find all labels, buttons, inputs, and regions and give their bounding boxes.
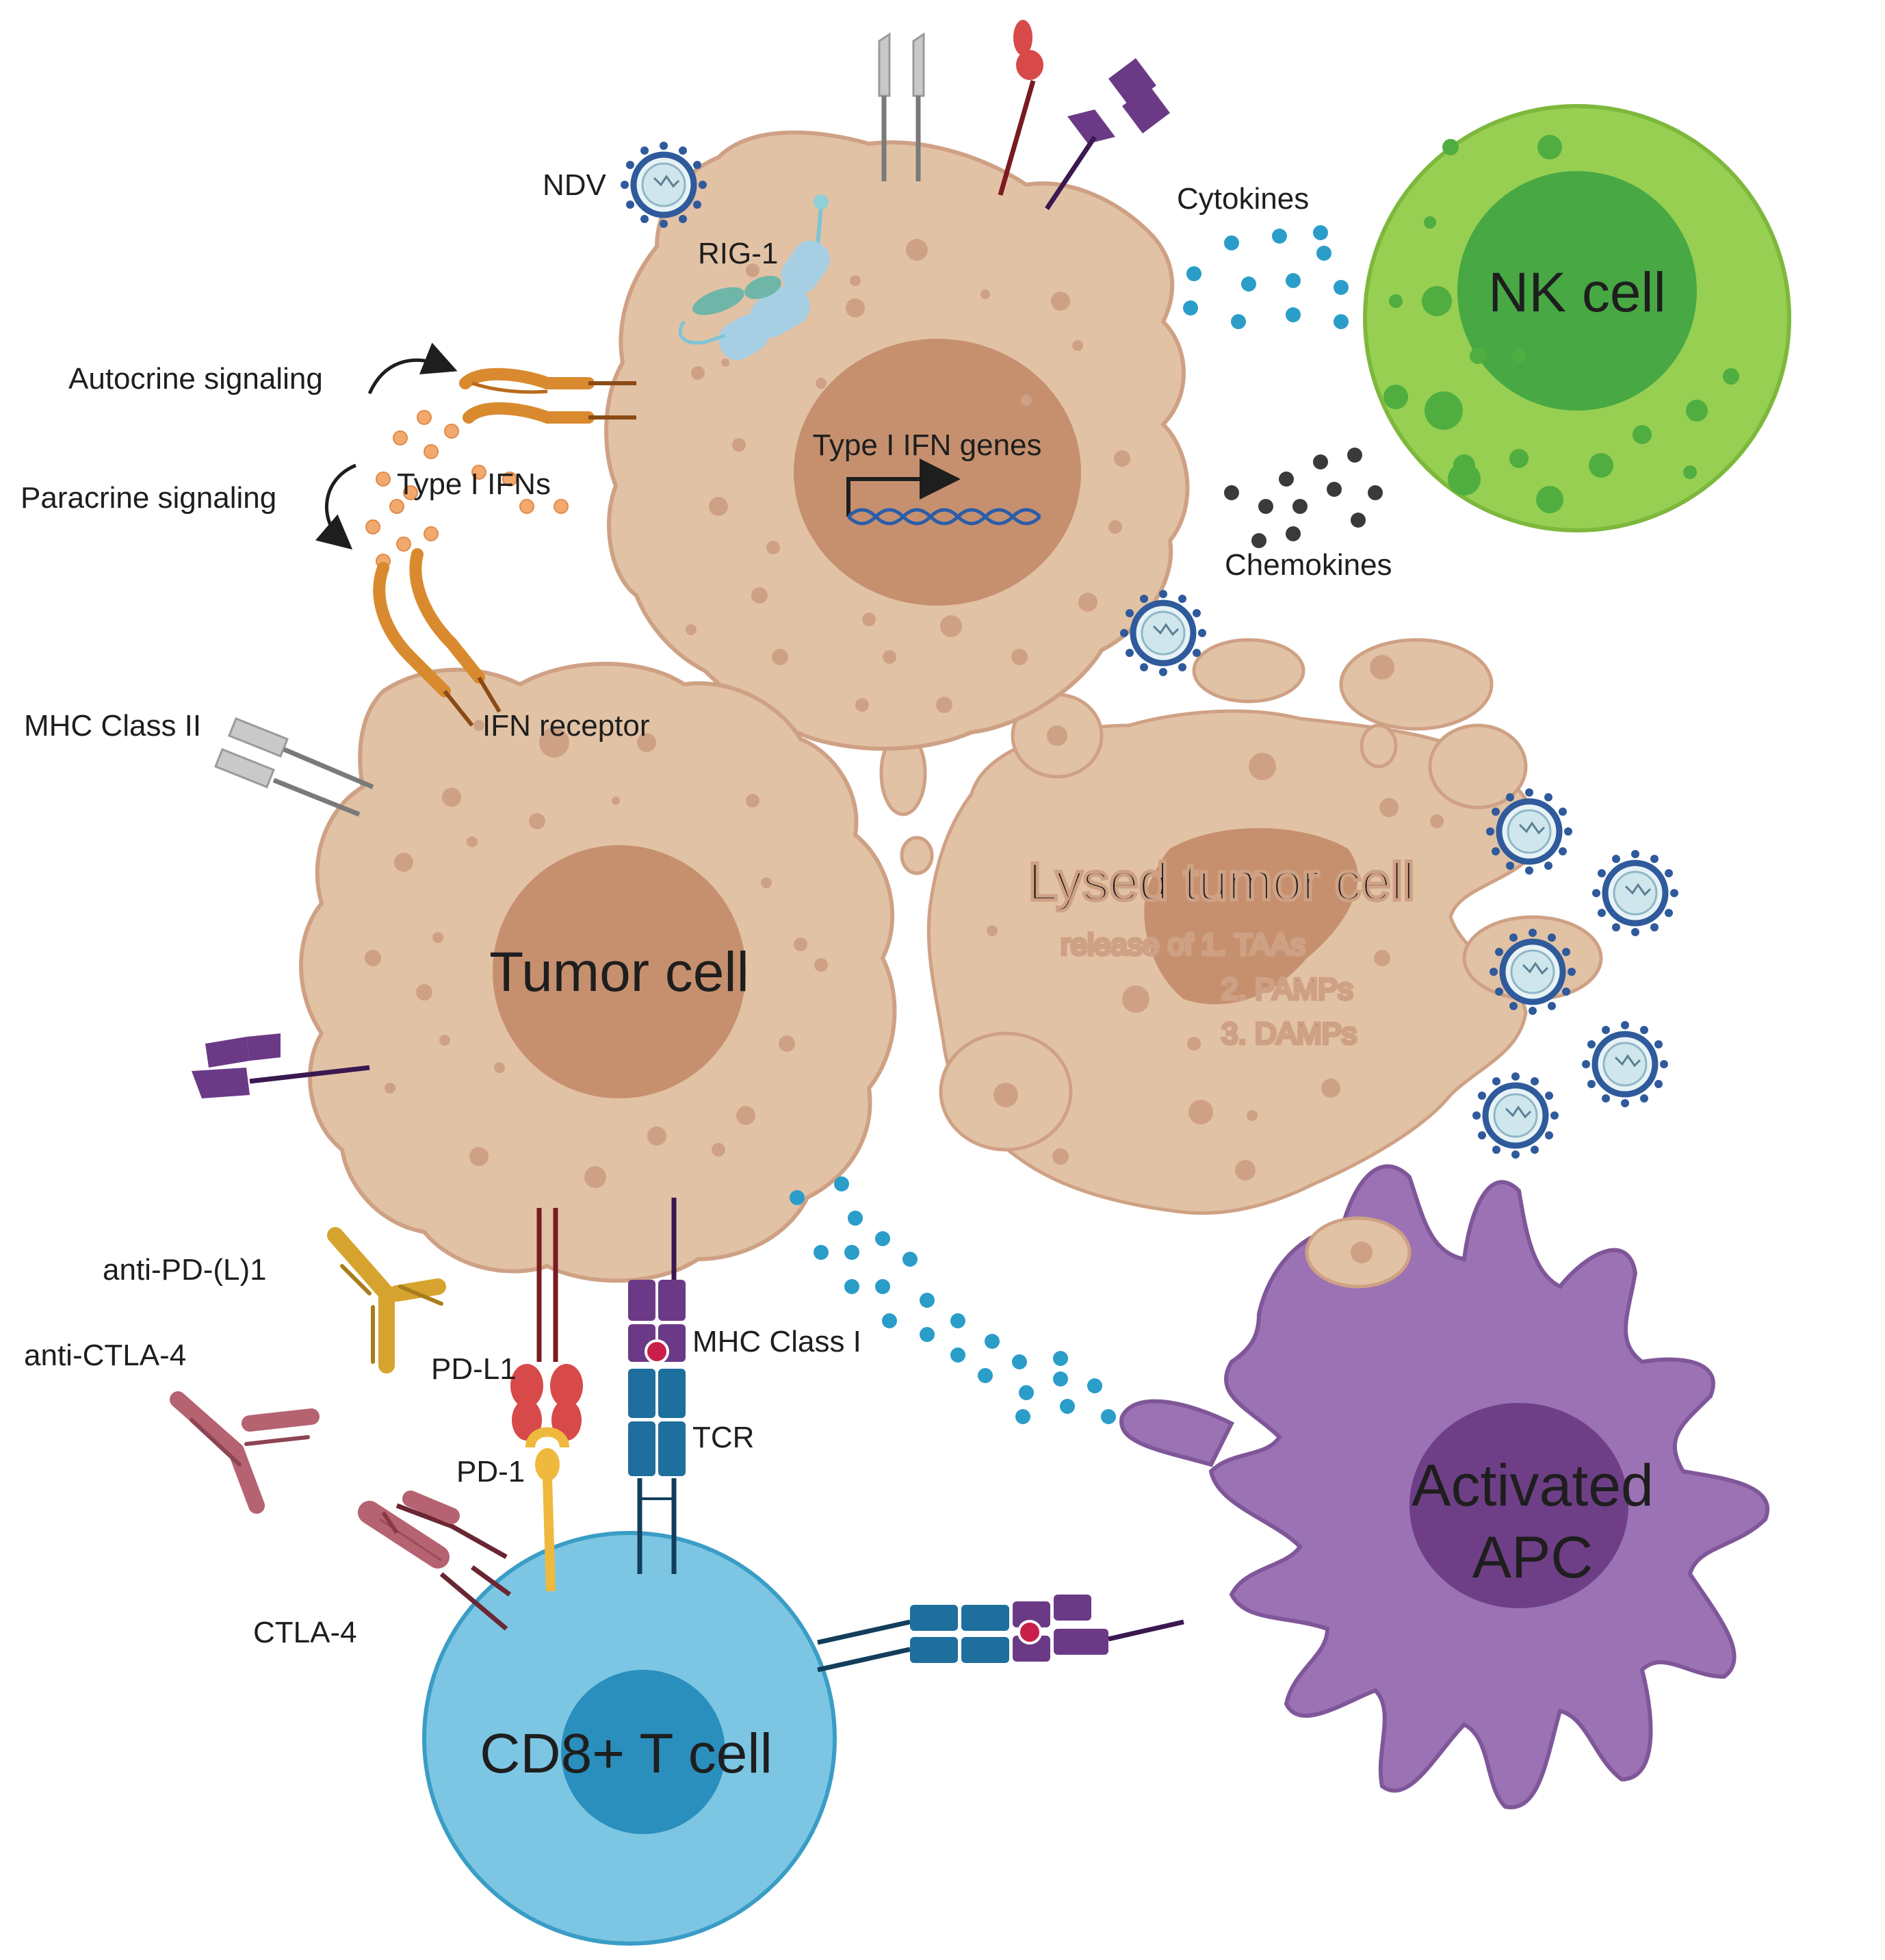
- ndv-label: NDV: [543, 168, 607, 202]
- rig1-label: RIG-1: [698, 237, 778, 270]
- anti-ctla4-antibody: [170, 1391, 320, 1514]
- t-cell-nucleus: [561, 1670, 725, 1834]
- type1-ifn-dots: [365, 410, 569, 569]
- anti-pdl1-label: anti-PD-(L)1: [103, 1253, 267, 1287]
- paracrine-arrow: [315, 463, 356, 550]
- ctla4-receptor: [358, 1491, 512, 1631]
- cd8-t-cell: CD8+ T cell: [422, 1531, 837, 1946]
- autocrine-arrow: [367, 342, 458, 395]
- lysed-tumor-cell-label: Lysed tumor cell: [1028, 851, 1414, 912]
- t-cell-label: CD8+ T cell: [480, 1723, 772, 1785]
- infected-tumor-cell: Type I IFN genes RIG-1: [604, 20, 1190, 751]
- apc-label-line1: Activated: [1412, 1453, 1654, 1519]
- pd-1-receptor: [525, 1427, 569, 1592]
- tumor-cell-label: Tumor cell: [489, 941, 749, 1003]
- pd-1-label: PD-1: [456, 1455, 525, 1488]
- tumor-cell: Tumor cell: [299, 662, 897, 1283]
- tumor-mhc-class-i-left: [192, 1033, 370, 1098]
- ifn-receptor-label: IFN receptor: [482, 709, 650, 743]
- release-line3: 3. DAMPs: [1221, 1017, 1357, 1050]
- ifn-receptor-tumor: [373, 548, 502, 727]
- gene-promoter-arrow: [846, 459, 961, 517]
- ndv-virus-4: [1582, 1021, 1668, 1107]
- ndv-virus-5: [1472, 1072, 1559, 1159]
- activated-apc: Activated APC: [1119, 1164, 1769, 1809]
- nk-cell-label: NK cell: [1488, 261, 1666, 324]
- lysed-tumor-cell: Lysed tumor cell release of 1. TAAs 2. P…: [879, 638, 1603, 1289]
- type1-ifns-label: Type I IFNs: [397, 467, 551, 501]
- nk-cell: NK cell: [1363, 104, 1791, 532]
- tcr: [628, 1369, 655, 1418]
- tumor-mhc-class-ii: [214, 717, 374, 817]
- pd-l1-label: PD-L1: [431, 1352, 517, 1386]
- autocrine-label: Autocrine signaling: [68, 362, 323, 396]
- antigen-dot-stream: [790, 1176, 1116, 1424]
- lysed-nucleus: [1144, 828, 1358, 1005]
- lysed-fragment-right-top: [1428, 723, 1528, 810]
- tumor-cell-nucleus: [493, 845, 746, 1098]
- release-line2: 2. PAMPs: [1221, 972, 1353, 1006]
- cytokines-cloud: [1183, 225, 1349, 329]
- ifn-receptor-top: [459, 368, 636, 424]
- antigen-peptide: [645, 1339, 669, 1364]
- top-pd-l1: [998, 20, 1043, 196]
- lysed-fragment-small-left: [900, 836, 934, 875]
- mhc-class-i-label: MHC Class I: [692, 1325, 861, 1358]
- lysed-fragment-top-right: [1339, 638, 1494, 731]
- mhc-class-i-tcr-pair: [628, 1198, 686, 1574]
- apc-arm-left: [1119, 1399, 1235, 1467]
- release-line1: release of 1. TAAs: [1061, 928, 1305, 962]
- top-mhc-class-i: [1045, 58, 1170, 210]
- dna-helix: [847, 508, 1041, 526]
- type1-ifn-genes-label: Type I IFN genes: [812, 428, 1041, 462]
- ctla4-label: CTLA-4: [253, 1616, 357, 1649]
- chemokines-label: Chemokines: [1225, 548, 1392, 582]
- lysed-fragment-small-right: [1360, 723, 1398, 769]
- tcr-label: TCR: [692, 1421, 754, 1454]
- paracrine-label: Paracrine signaling: [21, 481, 276, 515]
- chemokines-cloud: [1224, 448, 1383, 548]
- ndv-virus-2: [1592, 850, 1678, 936]
- apc-nucleus: [1409, 1403, 1628, 1608]
- mhc-class-ii-label: MHC Class II: [24, 709, 201, 743]
- lysed-fragment-top: [1192, 638, 1305, 704]
- anti-pdl1-antibody: [327, 1227, 446, 1374]
- infected-cell-nucleus: [794, 339, 1081, 606]
- t-cell-apc-synapse: [817, 1595, 1184, 1673]
- apc-label-line2: APC: [1472, 1525, 1594, 1590]
- rig1-molecule: [678, 194, 831, 361]
- anti-ctla4-label: anti-CTLA-4: [24, 1339, 186, 1372]
- top-mhc-class-ii: [878, 32, 925, 181]
- cytokines-label: Cytokines: [1177, 182, 1309, 216]
- mhc-class-i: [628, 1280, 655, 1321]
